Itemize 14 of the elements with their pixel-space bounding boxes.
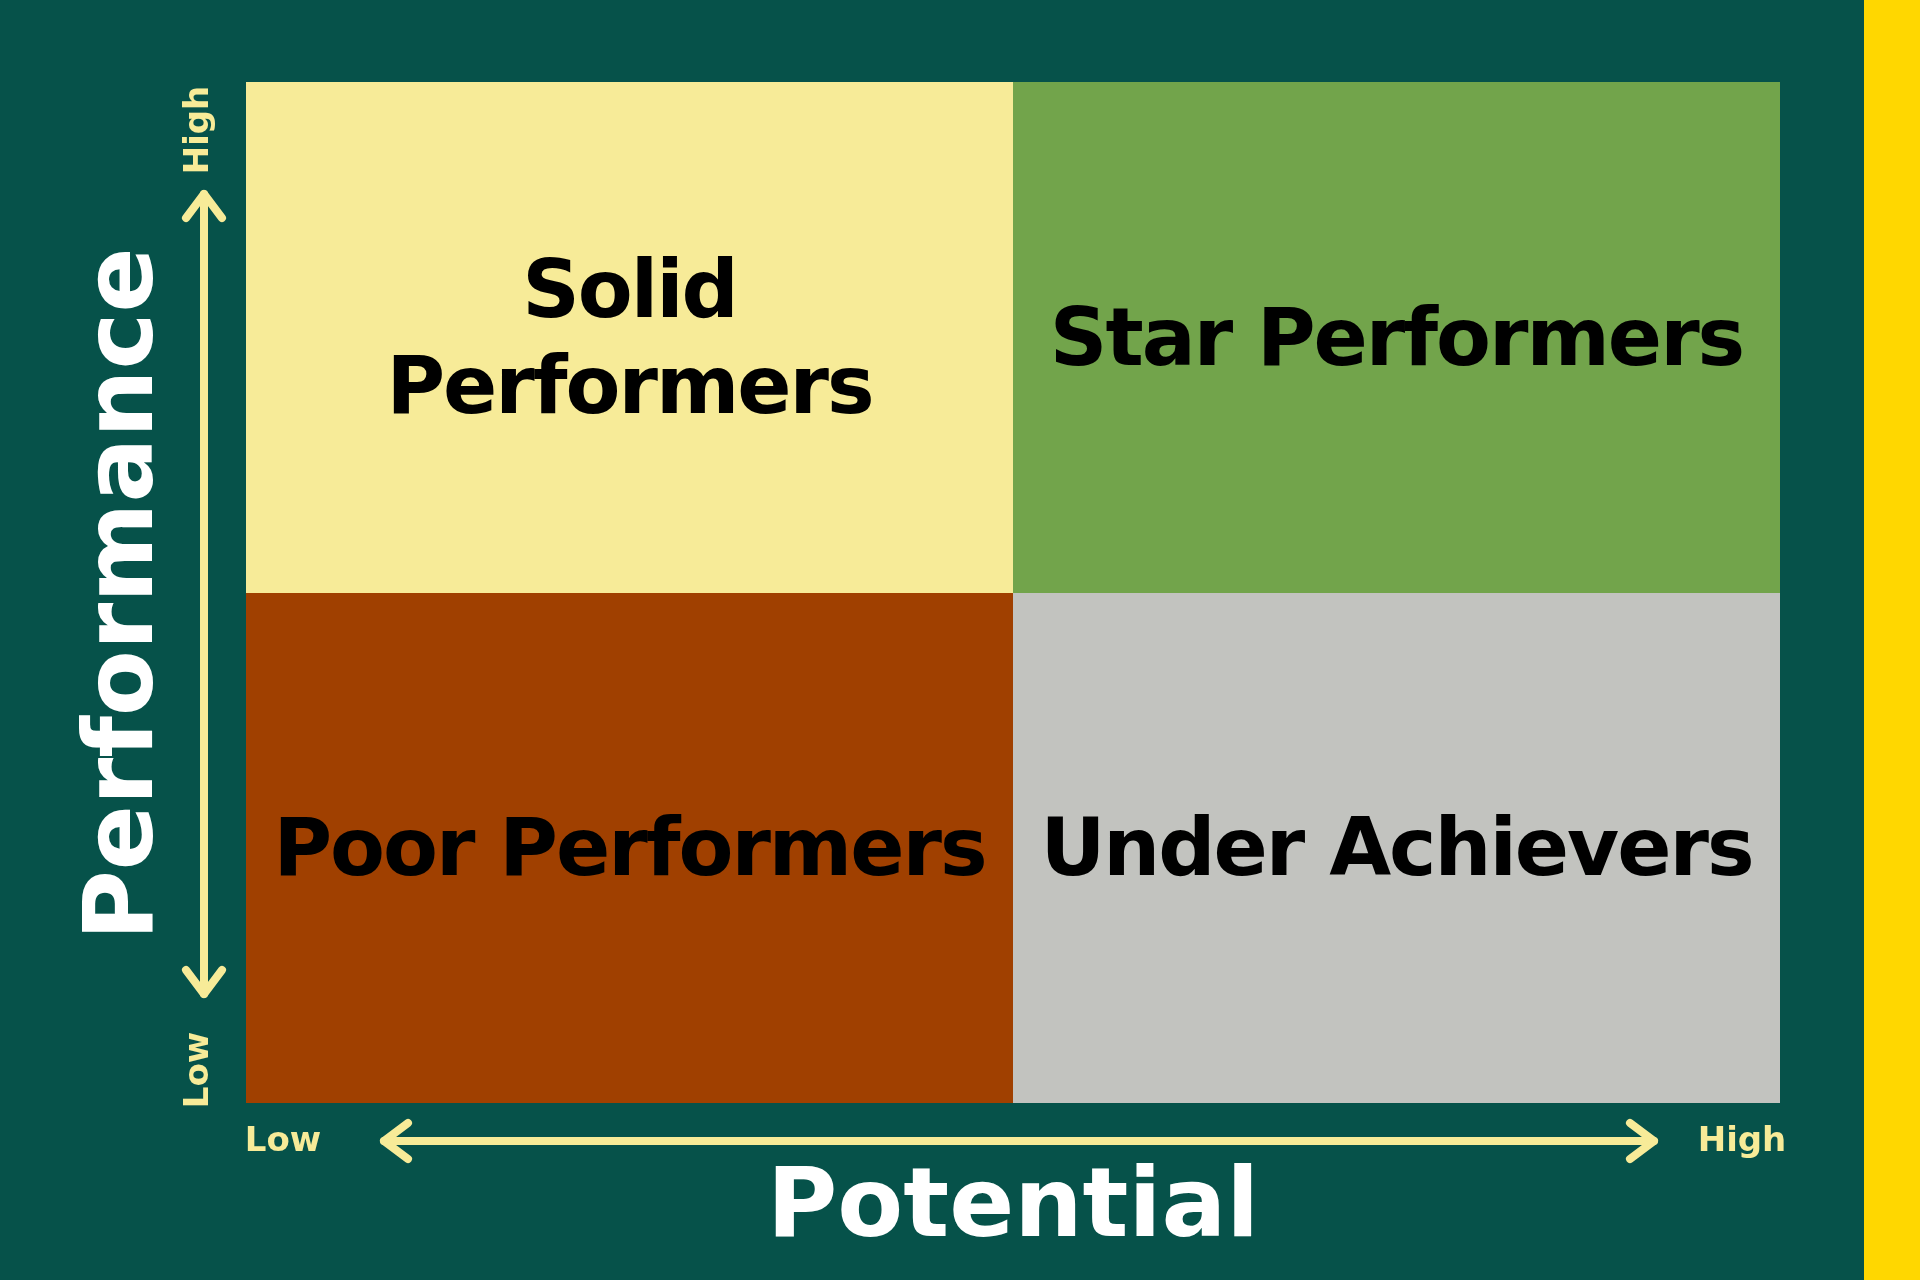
axis-label: High — [1697, 1122, 1787, 1156]
axis-label: High — [179, 85, 213, 175]
quadrant-title: Under Achievers — [1039, 800, 1754, 896]
axis-label: Low — [179, 1031, 213, 1109]
quadrant-title: Star Performers — [1048, 289, 1745, 386]
axis-label: Potential — [766, 1155, 1260, 1251]
axis-label: Low — [244, 1122, 322, 1156]
quadrant-box — [1013, 593, 1780, 1103]
quadrant-box — [1013, 82, 1780, 593]
quadrant-box — [246, 82, 1013, 593]
quadrant-title: Poor Performers — [272, 800, 987, 896]
axis-label: Performance — [71, 247, 167, 941]
quadrant-title: Solid Performers — [385, 241, 874, 434]
quadrant-box — [246, 593, 1013, 1103]
